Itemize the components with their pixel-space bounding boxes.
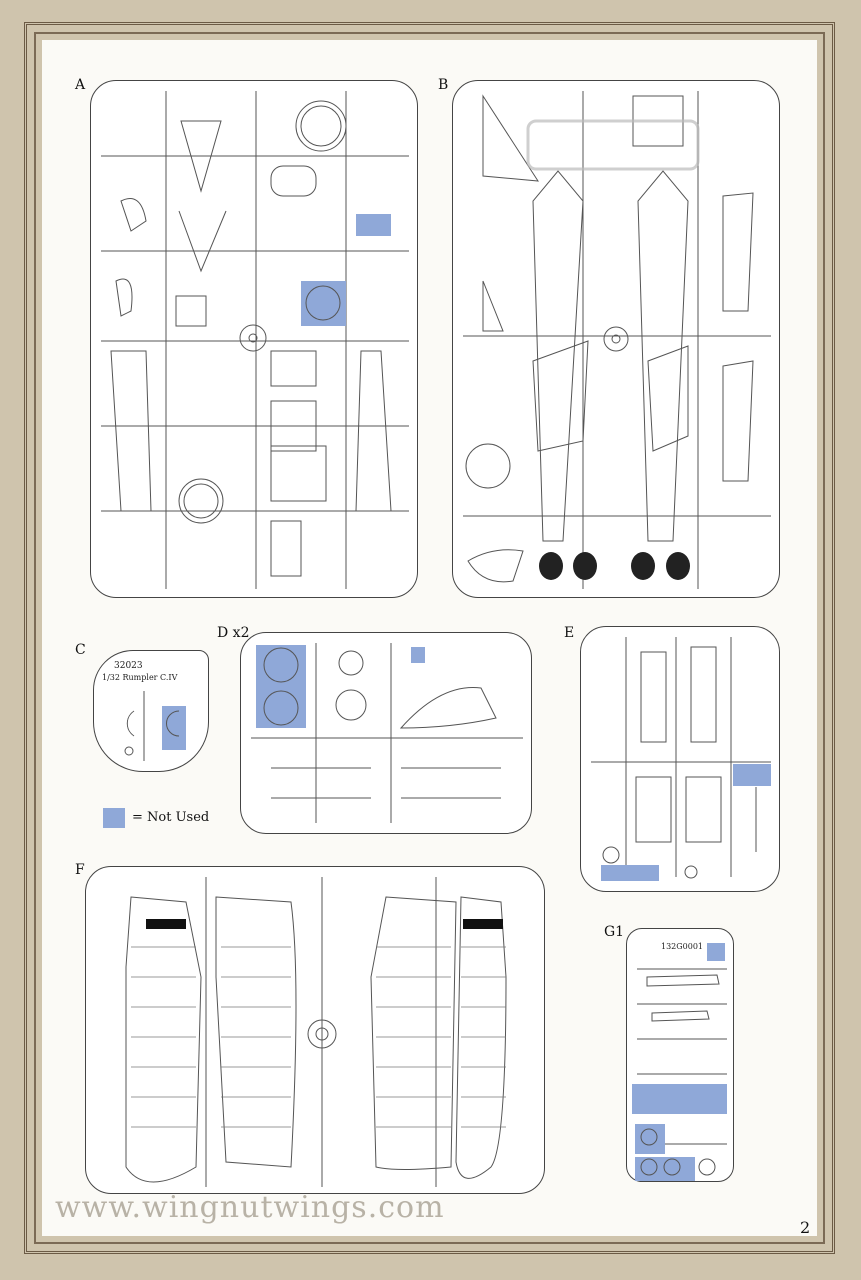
sprue-e	[580, 626, 780, 892]
sprue-f	[85, 866, 545, 1194]
sprue-g1-code: 132G0001	[661, 942, 704, 951]
sprue-b-drawing	[463, 91, 771, 589]
not-used-highlight	[601, 865, 659, 881]
sprue-label-f: F	[75, 862, 85, 878]
sprue-e-drawing	[591, 637, 771, 881]
not-used-highlight	[733, 764, 771, 786]
sprue-label-g1: G1	[604, 924, 625, 940]
sprue-c: 32023 1/32 Rumpler C.IV	[93, 650, 209, 772]
not-used-highlight	[707, 943, 725, 961]
sprue-c-drawing	[124, 691, 186, 761]
decorative-border-outer	[24, 22, 835, 1254]
not-used-highlight	[301, 281, 346, 326]
not-used-highlight	[356, 214, 391, 236]
sprue-g1-drawing	[632, 943, 727, 1181]
not-used-highlight	[635, 1157, 695, 1181]
sprue-c-code: 32023	[114, 661, 143, 671]
sprue-f-drawing	[125, 877, 507, 1187]
sprue-label-e: E	[564, 625, 575, 641]
sprue-d-drawing	[251, 643, 523, 823]
legend-not-used-swatch	[103, 808, 125, 828]
sprue-label-a: A	[75, 77, 86, 93]
sprue-a-drawing	[101, 91, 409, 589]
watermark-logo	[526, 119, 700, 171]
page-number: 2	[800, 1218, 811, 1237]
decorative-border-inner	[34, 32, 825, 1244]
not-used-highlight	[256, 645, 306, 700]
not-used-highlight	[256, 700, 306, 728]
sprue-g1: 132G0001	[626, 928, 734, 1182]
sprue-label-d: D x2	[217, 625, 250, 641]
not-used-highlight	[411, 647, 425, 663]
sprue-a	[90, 80, 418, 598]
sprue-label-b: B	[438, 77, 449, 93]
not-used-highlight	[162, 706, 186, 750]
website-url: www.wingnutwings.com	[55, 1190, 445, 1225]
sprue-d	[240, 632, 532, 834]
legend-not-used-label: = Not Used	[132, 810, 210, 825]
sprue-b	[452, 80, 780, 598]
not-used-highlight	[635, 1124, 665, 1154]
sprue-label-c: C	[75, 642, 86, 658]
not-used-highlight	[632, 1084, 727, 1114]
sprue-c-subtitle: 1/32 Rumpler C.IV	[102, 673, 178, 682]
